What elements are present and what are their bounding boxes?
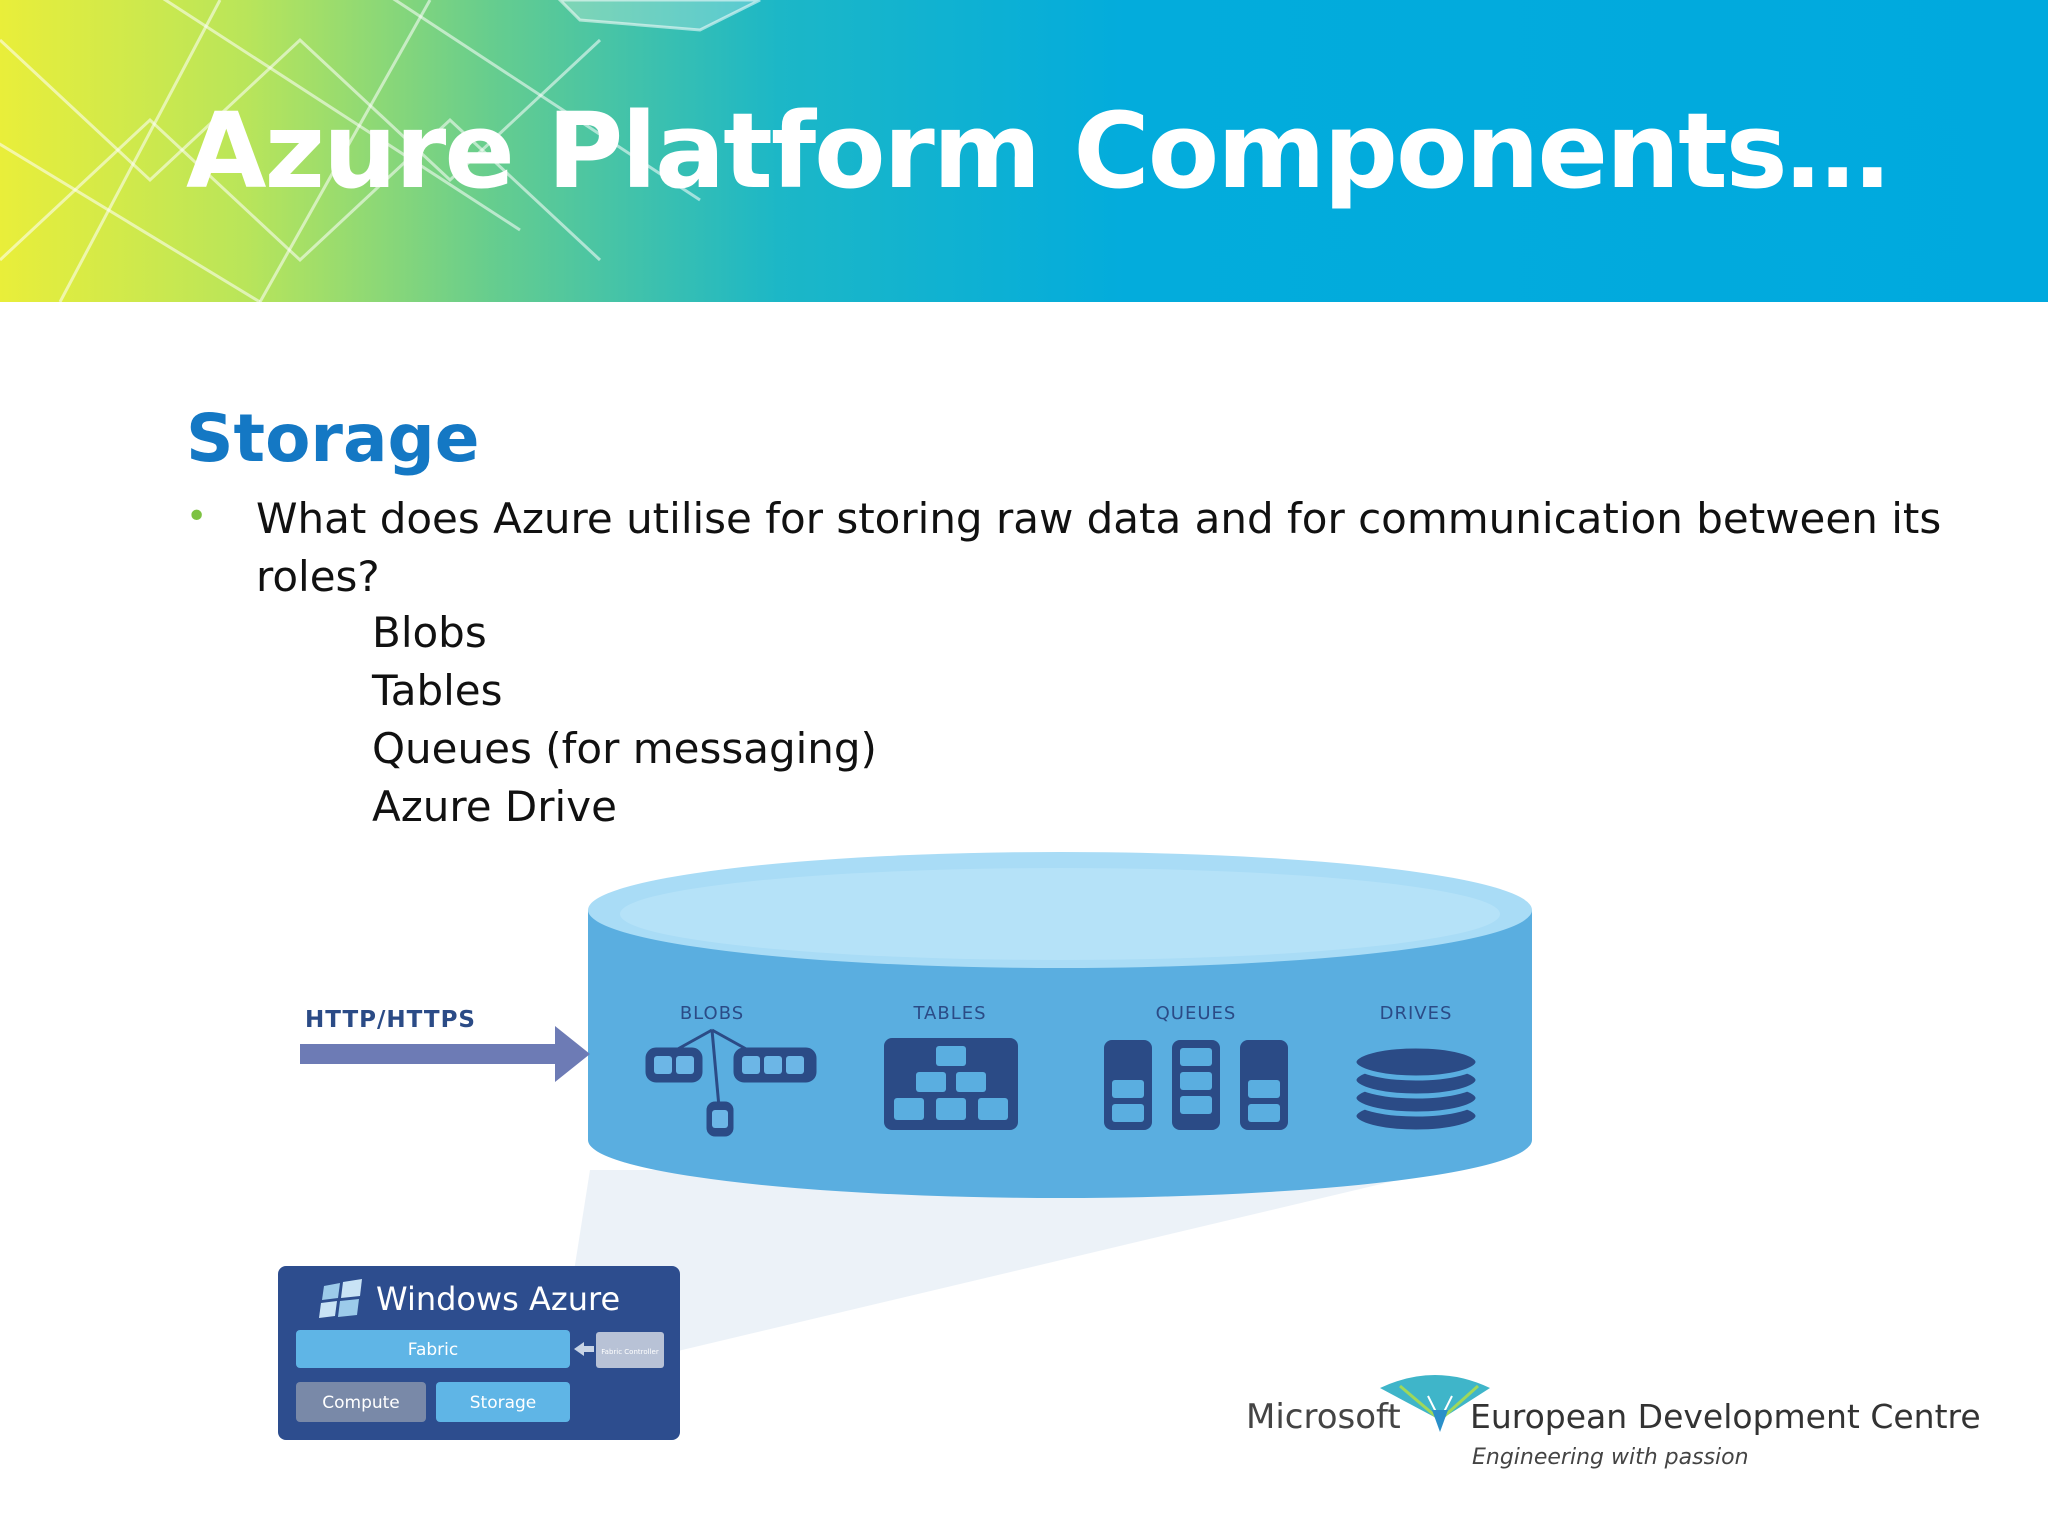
logo-microsoft: Microsoft: [1246, 1397, 1401, 1437]
blobs-icon: [645, 1028, 817, 1137]
fabric-controller-label: Fabric Controller: [601, 1348, 659, 1356]
banner-pattern: [0, 0, 761, 302]
projection-beam: [560, 1170, 1440, 1360]
fabric-arrow: [574, 1342, 594, 1356]
compute-label: Compute: [322, 1393, 400, 1413]
question-text: What does Azure utilise for storing raw …: [256, 494, 1942, 601]
platform-title: Windows Azure: [376, 1280, 620, 1318]
queues-icon: [1104, 1040, 1288, 1130]
slide-title: Azure Platform Components…: [186, 90, 1890, 212]
list-item-tables: Tables: [372, 666, 503, 715]
drives-icon: [1351, 1043, 1481, 1135]
storage-diagram: HTTP/HTTPS BLOBS TABLES QUEUES DRIVES: [278, 852, 1532, 1440]
storage-label-drives: DRIVES: [1380, 1003, 1453, 1024]
storage-label-blobs: BLOBS: [680, 1003, 744, 1024]
http-arrow: [300, 1026, 590, 1082]
storage-cylinder: [588, 852, 1532, 1198]
logo-emblem-icon: [1380, 1375, 1490, 1432]
logo-centre-name: European Development Centre: [1470, 1397, 1981, 1436]
section-heading: Storage: [186, 400, 480, 477]
storage-item-list: Blobs Tables Queues (for messaging) Azur…: [372, 604, 877, 836]
title-banner: Azure Platform Components…: [0, 0, 2048, 302]
tables-icon: [884, 1038, 1018, 1130]
logo-tagline: Engineering with passion: [1472, 1445, 1749, 1470]
storage-label-queues: QUEUES: [1156, 1003, 1237, 1024]
storage-box-label: Storage: [470, 1393, 537, 1413]
windows-flag-icon: [319, 1279, 362, 1318]
list-item-azure-drive: Azure Drive: [372, 782, 617, 831]
bullet-dot: •: [186, 496, 208, 537]
storage-label-tables: TABLES: [912, 1003, 986, 1024]
list-item-queues: Queues (for messaging): [372, 724, 877, 773]
protocol-label: HTTP/HTTPS: [305, 1007, 476, 1033]
list-item-blobs: Blobs: [372, 608, 487, 657]
fabric-label: Fabric: [408, 1340, 459, 1360]
windows-azure-box: Windows Azure Fabric Fabric Controller C…: [278, 1266, 680, 1440]
microsoft-edc-logo: Microsoft European Development Centre En…: [1246, 1375, 1981, 1470]
